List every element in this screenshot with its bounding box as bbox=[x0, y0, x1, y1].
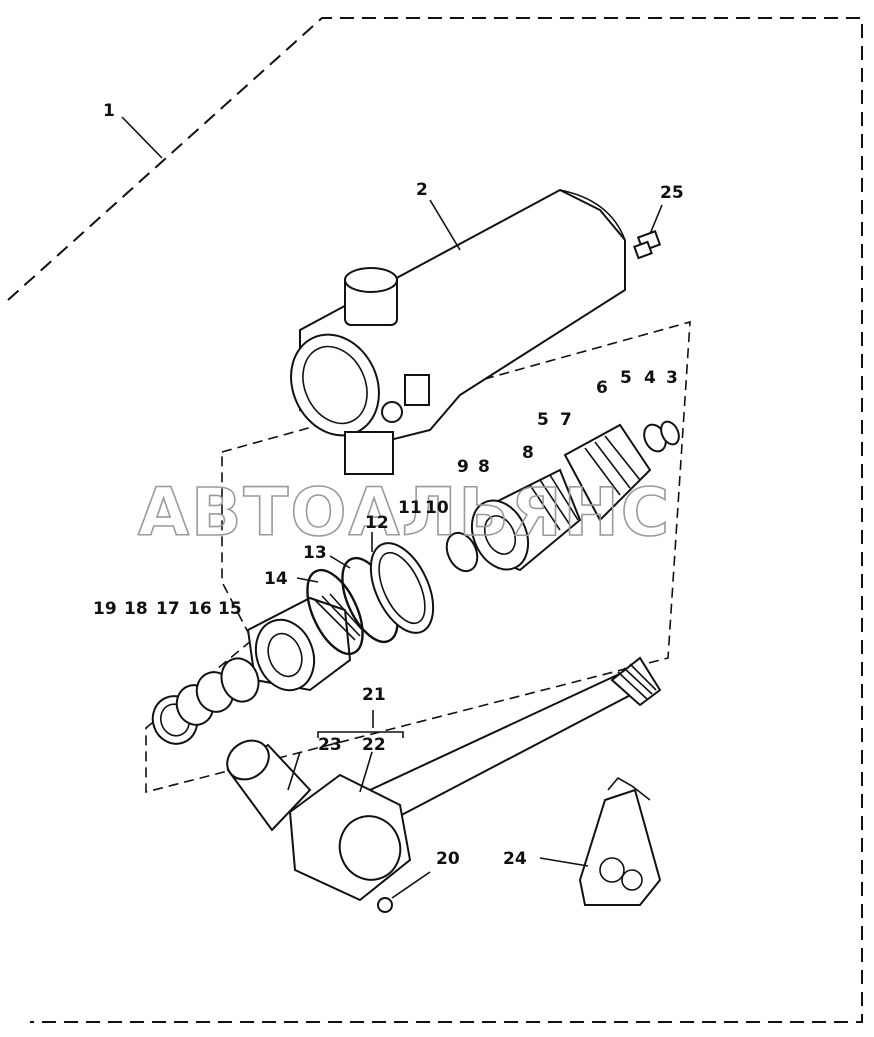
watermark: АВТОАЛЬЯНС bbox=[138, 474, 671, 551]
parts-bag-24 bbox=[578, 776, 662, 906]
label-15: 15 bbox=[218, 599, 242, 619]
seal-rings-11-14 bbox=[306, 542, 435, 656]
label-5b: 5 bbox=[537, 410, 549, 430]
label-9: 9 bbox=[457, 457, 469, 477]
label-7: 7 bbox=[560, 410, 572, 430]
label-24: 24 bbox=[503, 849, 527, 869]
bleed-screw-25 bbox=[633, 230, 662, 260]
leader-lines bbox=[121, 116, 663, 899]
seal-kit-boundary bbox=[145, 320, 691, 794]
label-8b: 8 bbox=[522, 443, 534, 463]
label-1: 1 bbox=[103, 101, 115, 121]
label-12: 12 bbox=[365, 513, 389, 533]
label-4: 4 bbox=[644, 368, 656, 388]
label-22: 22 bbox=[362, 735, 386, 755]
label-11: 11 bbox=[398, 498, 422, 518]
label-14: 14 bbox=[264, 569, 288, 589]
seal-stack-16-19 bbox=[151, 657, 260, 745]
rod-eye bbox=[226, 739, 412, 902]
label-13: 13 bbox=[303, 543, 327, 563]
label-25: 25 bbox=[660, 183, 684, 203]
label-17: 17 bbox=[156, 599, 180, 619]
label-16: 16 bbox=[188, 599, 212, 619]
label-3: 3 bbox=[666, 368, 678, 388]
o-ring-10 bbox=[445, 531, 479, 573]
label-10: 10 bbox=[425, 498, 449, 518]
label-18: 18 bbox=[124, 599, 148, 619]
grease-nipple-20 bbox=[377, 897, 393, 913]
label-23: 23 bbox=[318, 735, 342, 755]
label-6: 6 bbox=[596, 378, 608, 398]
label-5a: 5 bbox=[620, 368, 632, 388]
gland-15 bbox=[246, 593, 365, 692]
item-labels: 1 2 25 5 4 3 6 5 7 8 9 8 11 10 12 13 14 … bbox=[93, 101, 684, 869]
label-8a: 8 bbox=[478, 457, 490, 477]
label-19: 19 bbox=[93, 599, 117, 619]
cylinder-barrel bbox=[290, 188, 626, 475]
piston-nut-3-4 bbox=[643, 420, 680, 453]
label-21: 21 bbox=[362, 685, 386, 705]
label-2: 2 bbox=[416, 180, 428, 200]
label-20: 20 bbox=[436, 849, 460, 869]
piston-assembly bbox=[470, 423, 652, 572]
